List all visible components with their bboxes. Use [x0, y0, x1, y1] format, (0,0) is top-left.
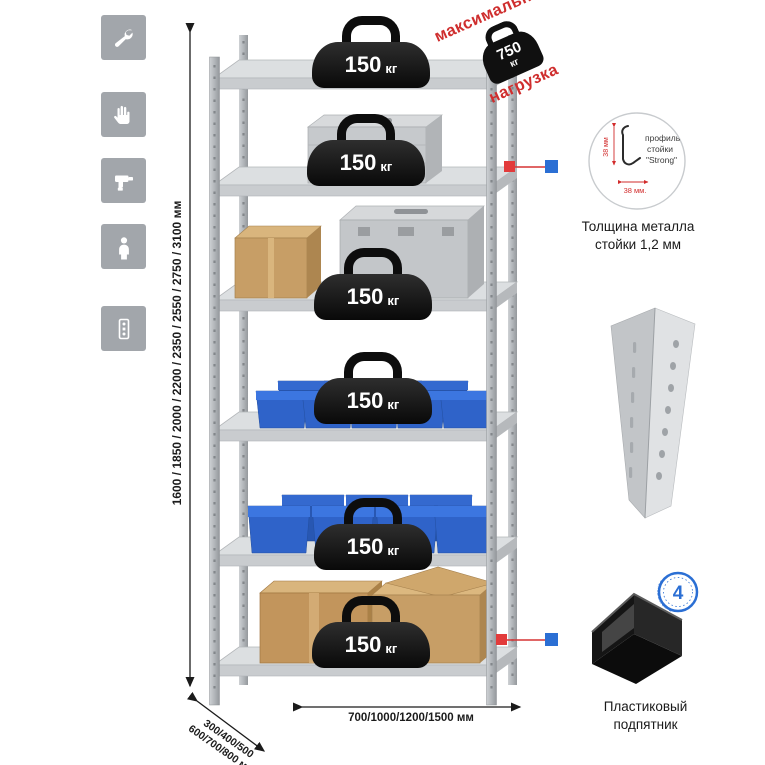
- foot-top-edge: [591, 592, 683, 633]
- cardboard-box: [234, 225, 322, 299]
- corner-post-image: [610, 307, 696, 519]
- quantity-number: 4: [673, 583, 684, 604]
- width-dimension-label: 700/1000/1200/1500 мм: [348, 712, 474, 724]
- feature-icon-tile: [101, 306, 146, 351]
- callout-marker-blue: [545, 160, 558, 173]
- load-value: 150: [344, 52, 382, 77]
- load-value: 150: [346, 388, 384, 413]
- foot-right-wing: [634, 594, 682, 656]
- foot-inner-face: [602, 604, 634, 652]
- post-corner-edge: [644, 307, 656, 519]
- foot-caption: Пластиковый подпятник: [563, 698, 728, 734]
- stamp-load-unit: кг: [508, 56, 521, 71]
- callout-marker-red: [504, 161, 515, 172]
- profile-detail-callout: 38 мм 38 мм. профиль стойки "Strong": [588, 112, 686, 210]
- profile-caption: Толщина металла стойки 1,2 мм: [563, 218, 713, 254]
- load-value: 150: [344, 632, 382, 657]
- callout-marker-blue: [545, 633, 558, 646]
- load-value: 150: [346, 534, 384, 559]
- load-value: 150: [339, 150, 377, 175]
- kettlebell-handle-icon: [337, 114, 395, 145]
- load-value: 150: [346, 284, 384, 309]
- person-icon: [118, 236, 129, 259]
- foot-base: [592, 634, 682, 684]
- kettlebell-handle-icon: [342, 596, 400, 627]
- feature-icon-tile: [101, 15, 146, 60]
- gloves-icon: [113, 105, 129, 124]
- foot-caption-line2: подпятник: [613, 717, 678, 733]
- kettlebell-handle-icon: [342, 16, 400, 47]
- load-unit: кг: [385, 641, 398, 656]
- rack-back-posts: [239, 35, 517, 685]
- profile-dim-vertical-label: 38 мм: [603, 137, 610, 157]
- feature-icon-tile: [101, 158, 146, 203]
- load-unit: кг: [385, 61, 398, 76]
- load-unit: кг: [387, 543, 400, 558]
- post-profile-drawing: [621, 125, 641, 166]
- profile-label-line2: стойки: [647, 144, 673, 154]
- plastic-foot-image: 4 в комплекте: [591, 571, 699, 684]
- profile-caption-line2: стойки 1,2 мм: [594, 237, 682, 253]
- kettlebell-handle-icon: [344, 352, 402, 383]
- height-dimension-label: 1600 / 1850 / 2000 / 2200 / 2350 / 2550 …: [170, 200, 184, 506]
- foot-caption-line1: Пластиковый: [603, 699, 688, 714]
- callout-marker-red: [496, 634, 507, 645]
- profile-label-line1: профиль: [645, 133, 681, 143]
- wrench-icon: [114, 29, 133, 47]
- kettlebell-handle-icon: [344, 498, 402, 529]
- quantity-badge: 4 в комплекте: [656, 571, 699, 613]
- feature-icon-tile: [101, 224, 146, 269]
- feature-icon-tile: [101, 92, 146, 137]
- kettlebell-handle-icon: [344, 248, 402, 279]
- load-unit: кг: [387, 397, 400, 412]
- load-unit: кг: [387, 293, 400, 308]
- post-slot-holes: [629, 342, 637, 478]
- depth-dimension-line: [186, 691, 266, 752]
- profile-dim-horizontal-label: 38 мм.: [624, 186, 647, 195]
- perforated-profile-icon: [118, 318, 129, 339]
- post-round-holes: [656, 340, 679, 480]
- load-unit: кг: [380, 159, 393, 174]
- profile-label-line3: "Strong": [646, 155, 677, 165]
- drill-icon: [114, 175, 133, 191]
- profile-caption-line1: Толщина металла: [581, 219, 695, 234]
